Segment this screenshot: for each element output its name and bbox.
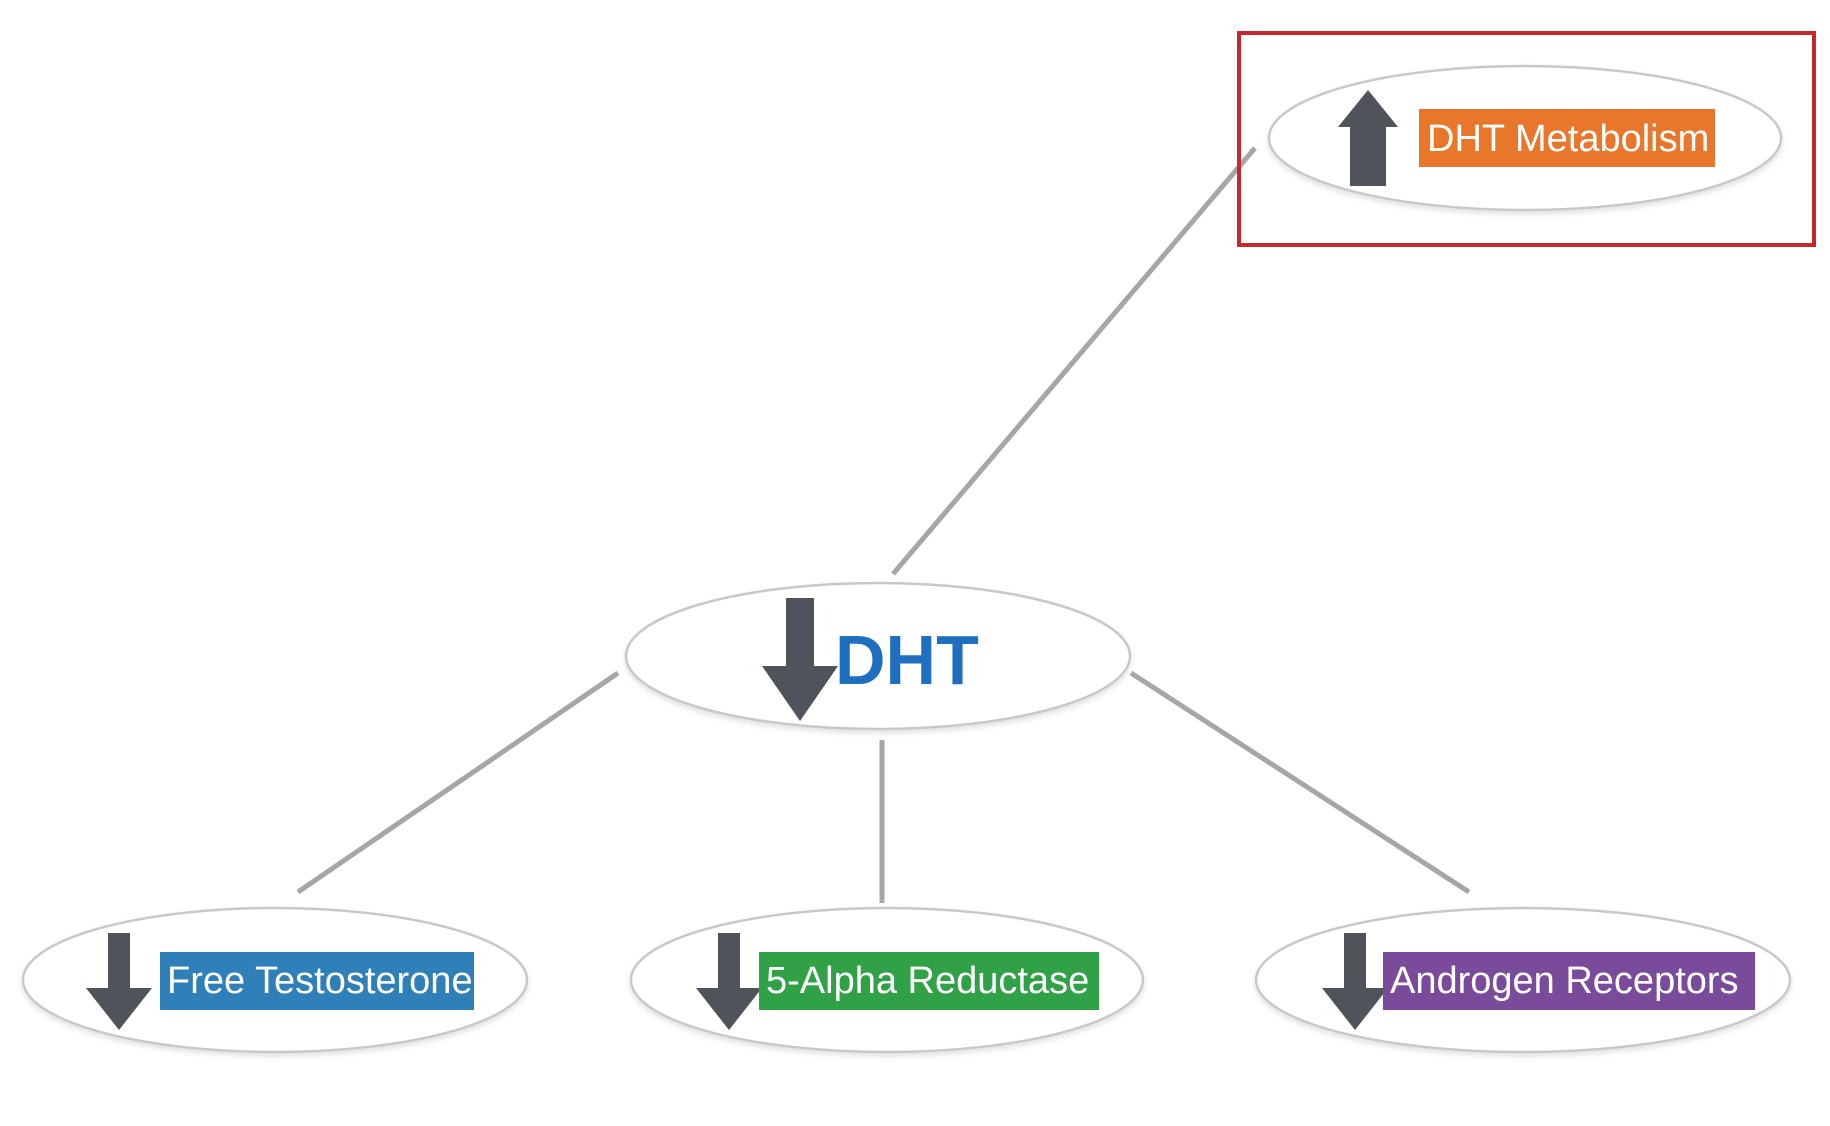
node-5-alpha-reductase: 5-Alpha Reductase	[629, 906, 1145, 1054]
arrow-down-icon	[696, 933, 762, 1030]
center-label: DHT	[835, 621, 979, 699]
node-androgen-receptors: Androgen Receptors	[1254, 906, 1792, 1054]
node-free-testosterone: Free Testosterone	[21, 906, 529, 1054]
label-background	[759, 952, 1099, 1010]
label-background	[160, 952, 474, 1010]
edge-center-to-metabolism	[891, 146, 1257, 576]
node-label: Androgen Receptors	[1390, 960, 1739, 1002]
arrow-down-icon	[762, 598, 838, 721]
arrow-down-icon	[1322, 933, 1388, 1030]
arrow-up-icon	[1338, 90, 1398, 186]
arrow-down-icon	[86, 933, 152, 1030]
edge-center-to-androgen-receptors	[1129, 670, 1471, 895]
label-background	[1419, 109, 1715, 167]
highlight-box	[1237, 31, 1816, 247]
node-label: 5-Alpha Reductase	[766, 960, 1089, 1002]
node-ellipse	[624, 581, 1132, 731]
edge-center-to-free-testosterone	[296, 670, 620, 895]
node-dht: DHT	[624, 581, 1132, 731]
node-label: DHT Metabolism	[1427, 118, 1709, 160]
node-dht-metabolism: DHT Metabolism	[1267, 64, 1783, 212]
label-background	[1383, 952, 1755, 1010]
node-label: Free Testosterone	[167, 960, 473, 1002]
